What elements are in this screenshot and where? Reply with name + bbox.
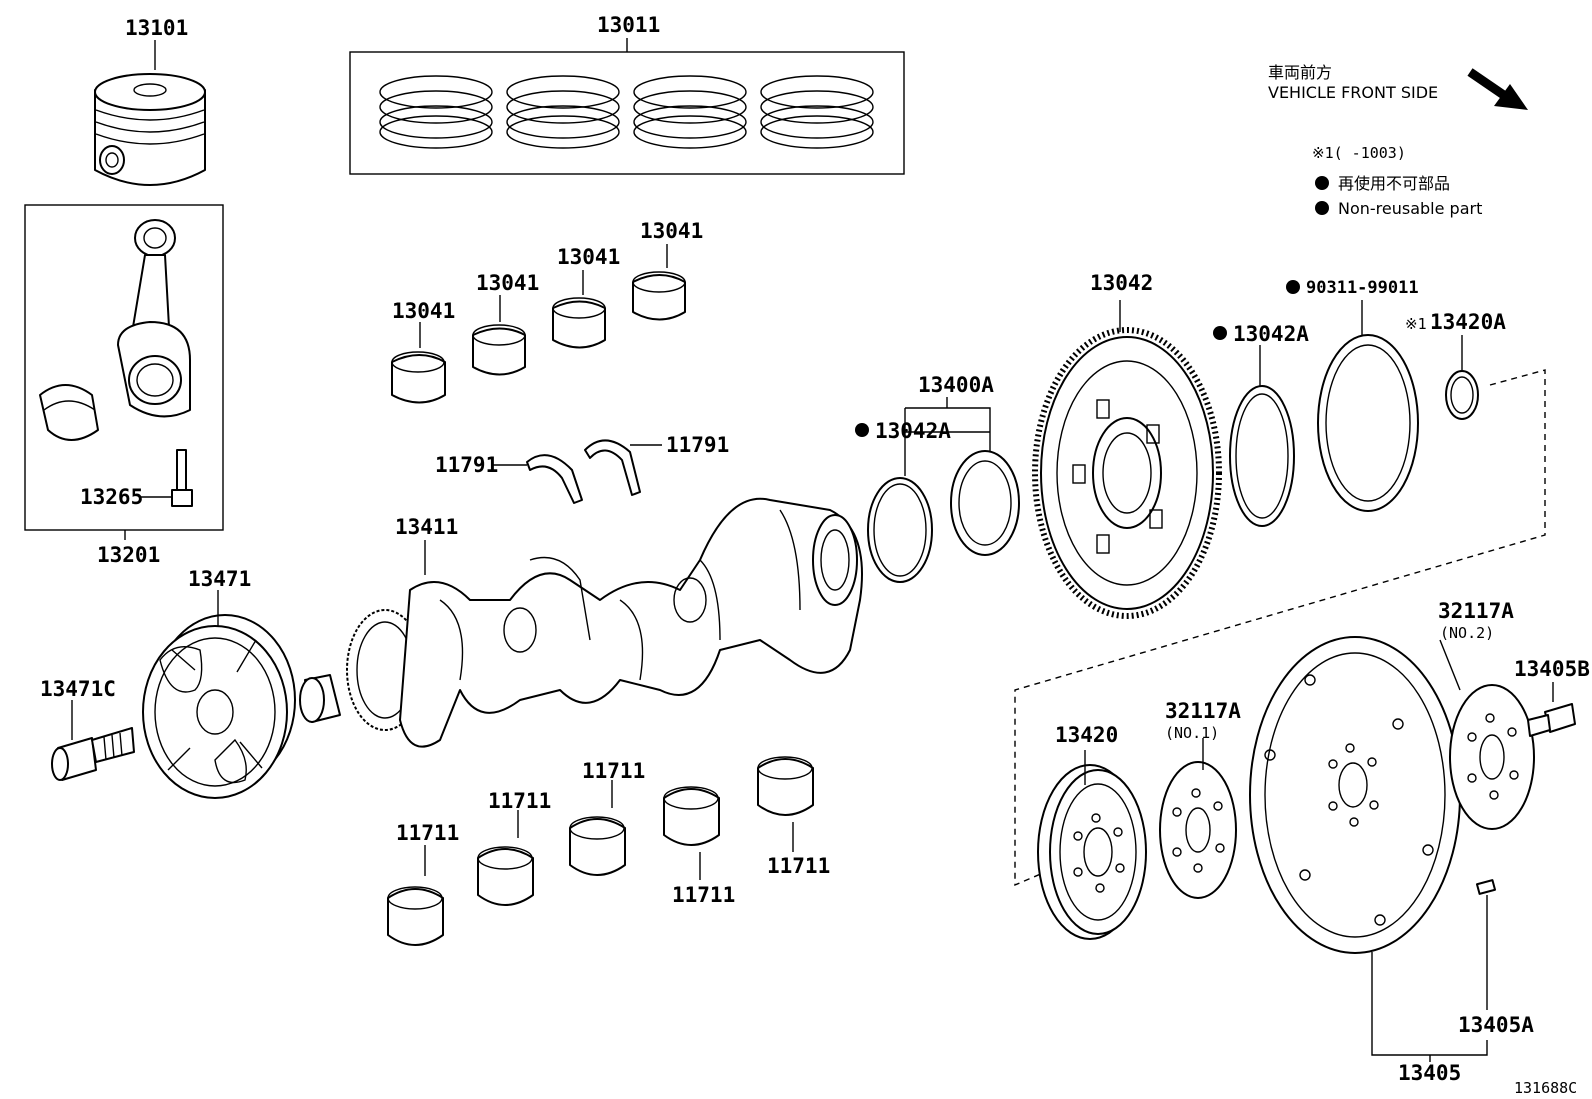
crank-pulley-part [142,614,296,799]
piston-ring-set-4 [760,75,874,149]
non-reusable-dot-icon [1213,326,1227,340]
crank-bearing-lower-5 [757,756,814,816]
crank-bearing-lower-1 [387,886,444,946]
label-11711-5: 11711 [767,854,830,878]
crankshaft-part [299,497,863,748]
conrod-bearing-part [39,384,99,441]
label-32117A-no1: 32117A [1165,699,1241,723]
label-13471C: 13471C [40,677,116,701]
crank-bearing-lower-4 [663,786,720,846]
label-13201: 13201 [97,543,160,567]
automatic-callout-outline [1014,369,1546,887]
figure-code: 131688C [1514,1079,1577,1097]
label-13420A: 13420A [1430,310,1506,334]
label-13405A: 13405A [1458,1013,1534,1037]
thrust-washer-right [584,439,641,496]
label-13042A-lower: 13042A [875,419,951,443]
piston-ring-set-box [349,51,905,175]
rear-oil-seal-part [1317,334,1419,512]
spacer-plate-no1-part [1159,761,1237,899]
crank-bearing-lower-2 [477,846,534,906]
label-11711-4: 11711 [672,883,735,907]
piston-part [94,73,206,186]
oil-seal-part [950,450,1020,556]
label-13420A-prefix: ※1 [1405,315,1427,333]
label-11711-2: 11711 [488,789,551,813]
crank-bearing-upper-4 [632,271,686,321]
label-11711-3: 11711 [582,759,645,783]
label-13405B: 13405B [1514,657,1590,681]
conrod-assembly-box [24,204,224,531]
label-11791-right: 11791 [666,433,729,457]
label-13400A: 13400A [918,373,994,397]
label-32117A-no2-sub: (NO.2) [1440,624,1494,642]
non-reusable-dot-icon [855,423,869,437]
drive-plate-part [1249,636,1461,954]
crank-bearing-lower-3 [569,816,626,876]
ring-gear-plate-part [1032,327,1222,619]
crank-bearing-upper-3 [552,297,606,349]
label-32117A-no2: 32117A [1438,599,1514,623]
pulley-bolt-part [51,727,135,781]
vehicle-front-arrow-icon [1467,68,1528,110]
snap-ring-upper [1229,385,1295,527]
piston-ring-set-3 [633,75,747,149]
label-13011: 13011 [597,13,660,37]
label-13471: 13471 [188,567,251,591]
non-reusable-dot-icon [1315,201,1329,215]
label-13041-c: 13041 [557,245,620,269]
note-jp-non-reusable: 再使用不可部品 [1338,174,1450,193]
label-13101: 13101 [125,16,188,40]
flex-plate-adapter-part [1037,764,1147,940]
conrod-bolt-part [171,449,193,507]
label-13042A-upper: 13042A [1233,322,1309,346]
label-13405: 13405 [1398,1061,1461,1085]
label-32117A-no1-sub: (NO.1) [1165,724,1219,742]
label-13411: 13411 [395,515,458,539]
spacer-ring-part [1445,370,1479,420]
label-13041-b: 13041 [476,271,539,295]
label-11791-left: 11791 [435,453,498,477]
label-13420: 13420 [1055,723,1118,747]
note-ref1: ※1( -1003) [1312,144,1406,162]
spacer-plate-no2-part [1449,684,1535,830]
label-90311-99011: 90311-99011 [1306,278,1419,298]
label-13041-a: 13041 [392,299,455,323]
direction-japanese: 車両前方 [1268,63,1332,82]
label-13265: 13265 [80,485,143,509]
snap-ring-lower [867,477,933,583]
drive-plate-pin-part [1475,879,1497,895]
crank-bearing-upper-1 [391,351,446,404]
direction-english: VEHICLE FRONT SIDE [1268,83,1438,102]
non-reusable-dot-icon [1286,280,1300,294]
label-13042: 13042 [1090,271,1153,295]
thrust-washer-left [526,454,583,504]
note-en-non-reusable: Non-reusable part [1338,199,1482,218]
piston-ring-set-1 [379,75,493,149]
non-reusable-dot-icon [1315,176,1329,190]
label-13041-d: 13041 [640,219,703,243]
drive-plate-bolt-part [1527,703,1576,737]
crank-bearing-upper-2 [472,324,526,376]
connecting-rod-part [117,219,191,418]
piston-ring-set-2 [506,75,620,149]
label-11711-1: 11711 [396,821,459,845]
